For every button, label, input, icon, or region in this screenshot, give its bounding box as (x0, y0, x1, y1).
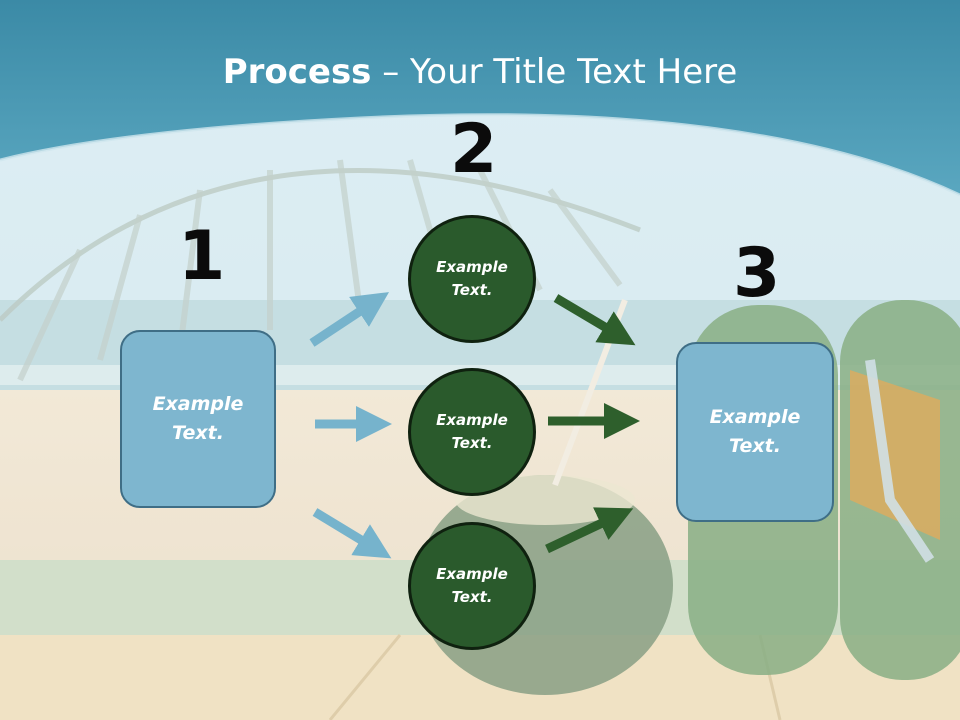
circle-middle-text-line1: Example (436, 411, 508, 429)
step-1-box: Example Text. (120, 330, 276, 508)
circle-middle-text-line2: Text. (451, 434, 493, 452)
step-1-text-line2: Text. (172, 422, 224, 444)
step-3-text-line1: Example (709, 406, 801, 428)
step-number-3: 3 (733, 234, 781, 313)
step-number-2: 2 (450, 110, 498, 189)
circle-bottom: Example Text. (408, 522, 536, 650)
circle-middle: Example Text. (408, 368, 536, 496)
step-1-text-line1: Example (152, 393, 244, 415)
title-bold: Process (222, 52, 372, 92)
circle-bottom-text-line1: Example (436, 565, 508, 583)
circle-bottom-text-line2: Text. (451, 588, 493, 606)
slide-title: Process – Your Title Text Here (0, 52, 960, 92)
step-3-box: Example Text. (676, 342, 834, 522)
circle-top-text-line1: Example (436, 258, 508, 276)
step-3-text-line2: Text. (729, 435, 781, 457)
circle-top-text-line2: Text. (451, 281, 493, 299)
step-number-1: 1 (178, 217, 226, 296)
circle-top: Example Text. (408, 215, 536, 343)
title-rest: – Your Title Text Here (371, 52, 738, 92)
